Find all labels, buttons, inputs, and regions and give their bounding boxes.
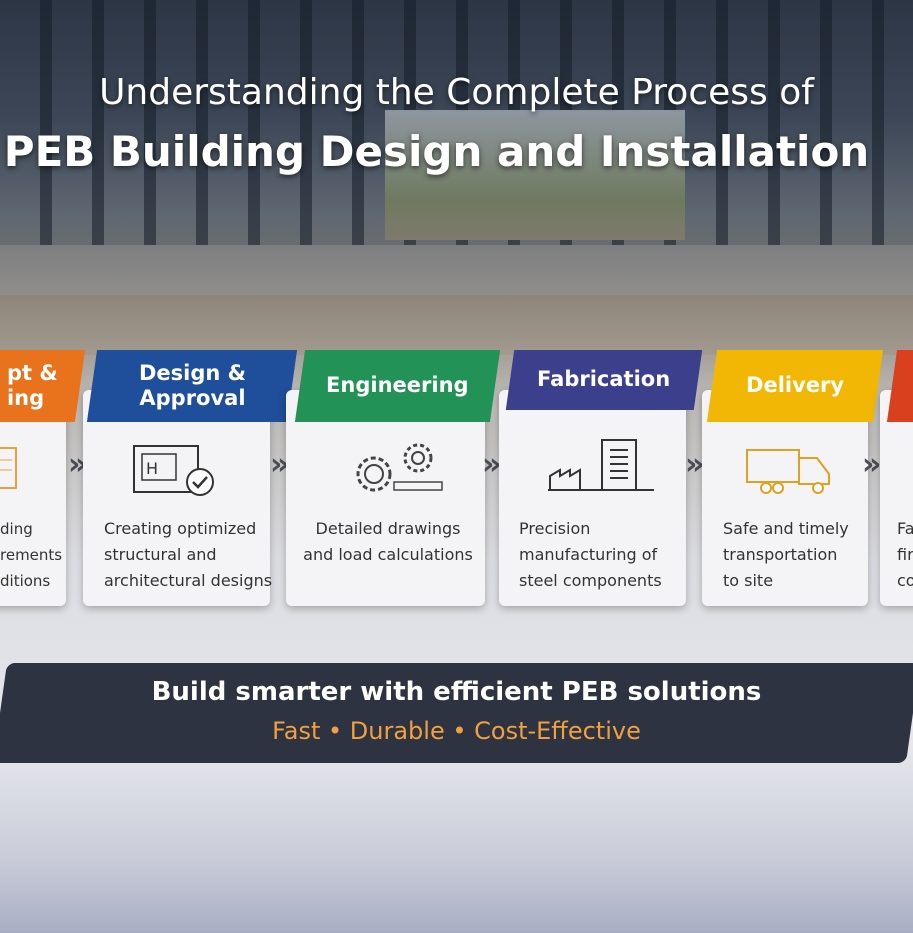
step-desc-delivery: Safe and timely transportation to site [723,519,849,590]
chevron-right-icon: » [482,447,502,482]
step-header-delivery: Delivery [706,350,884,422]
step-card-installation [880,390,913,606]
blueprint-icon [0,440,20,500]
gears-ruler-icon [340,440,446,500]
step-card-fabrication [499,390,686,606]
chevron-right-icon: » [685,447,705,482]
step-card-engineering [286,390,485,606]
truck-icon [744,446,836,502]
step-desc-design: Creating optimized structural and archit… [104,519,273,590]
factory-icon [544,432,656,502]
step-header-design: Design & Approval [86,350,298,422]
banner-tagline: Fast • Durable • Cost-Effective [272,717,641,745]
step-desc-concept: ding rements ditions [0,520,63,590]
step-card-concept [0,390,66,606]
chevron-right-icon: » [68,447,88,482]
svg-text:H: H [146,459,158,478]
step-desc-installation: Fa fir co [897,519,913,590]
background-photo [0,0,913,300]
step-desc-fabrication: Precision manufacturing of steel compone… [519,519,662,590]
chevron-right-icon: » [270,447,290,482]
step-card-delivery [702,390,868,606]
step-desc-engineering: Detailed drawings and load calculations [303,519,473,564]
chevron-right-icon: » [862,447,882,482]
step-header-installation [886,350,913,422]
step-card-design [83,390,270,606]
title-line-1: Understanding the Complete Process of [99,72,814,113]
blueprint-check-icon: H [132,440,218,504]
step-header-concept: pt & ing [0,350,86,422]
step-header-engineering: Engineering [294,350,501,422]
title-line-2: PEB Building Design and Installation [3,127,870,176]
ground [0,295,913,355]
step-header-fabrication: Fabrication [505,350,703,410]
banner-headline: Build smarter with efficient PEB solutio… [151,677,762,707]
